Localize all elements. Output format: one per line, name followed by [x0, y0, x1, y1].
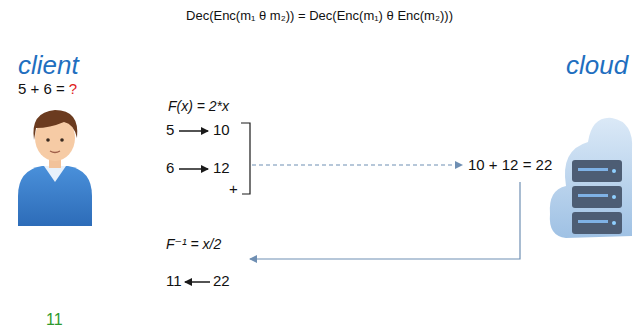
server-unit	[572, 186, 622, 208]
server-light	[612, 221, 616, 225]
encrypted-value: 12	[213, 159, 230, 177]
person-collar	[44, 166, 66, 182]
person-icon	[18, 110, 92, 226]
server-light	[612, 169, 616, 173]
cloud-server-icon	[550, 118, 632, 238]
actor-label: cloud	[566, 50, 628, 81]
encrypted-value: 10	[213, 121, 230, 139]
formula-heading: Dec(Enc(m₁ θ m₂)) = Dec(Enc(m₁) θ Enc(m₂…	[0, 8, 639, 24]
question-mark: ?	[69, 80, 77, 98]
arrow	[185, 281, 210, 283]
dashed-arrow	[252, 164, 462, 165]
encrypted-result: 22	[213, 272, 230, 290]
question: 5 + 6 =	[18, 80, 65, 98]
arrow	[179, 168, 208, 170]
plain-value: 6	[166, 159, 174, 177]
bracket	[241, 123, 250, 194]
cloud-computation: 10 + 12 = 22	[468, 156, 552, 174]
server-unit	[572, 212, 622, 234]
function-label: F(x) = 2*x	[168, 98, 229, 115]
person-eye	[60, 138, 64, 142]
server-slot	[578, 220, 608, 223]
result: 11	[46, 310, 63, 329]
operator: +	[229, 180, 238, 198]
server-unit	[572, 160, 622, 182]
server-slot	[578, 194, 608, 197]
server-stack	[572, 160, 622, 234]
server-light	[612, 195, 616, 199]
server-slot	[578, 168, 608, 171]
plain-value: 5	[166, 121, 174, 139]
arrow	[179, 130, 208, 132]
person-shirt	[18, 166, 92, 226]
person-mouth	[50, 151, 60, 153]
inverse-function-label: F⁻¹ = x/2	[166, 236, 221, 253]
person-hair	[33, 110, 77, 140]
cloud-shape	[550, 118, 632, 238]
decrypted-value: 11	[166, 272, 182, 290]
return-arrow	[250, 182, 520, 259]
person-eye	[46, 138, 50, 142]
actor-label: client	[18, 50, 79, 81]
